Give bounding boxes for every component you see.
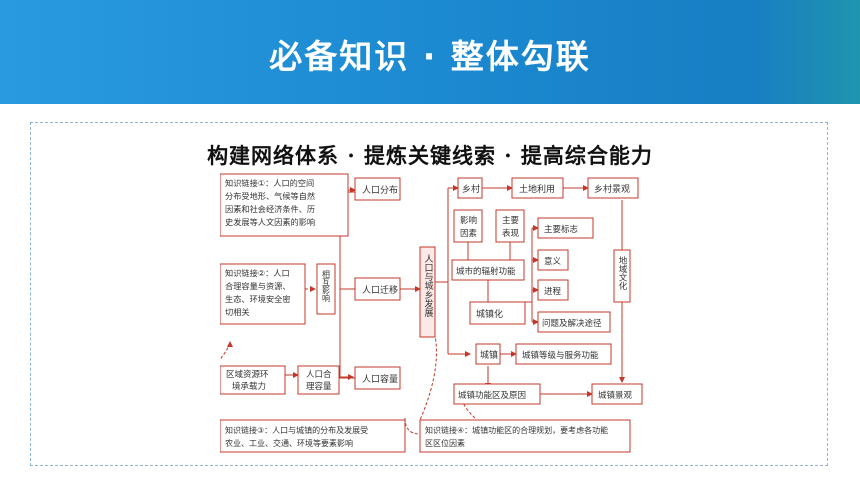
pop-migration-label: 人口迁移 — [362, 284, 398, 296]
main-signs-label: 主要标志 — [544, 224, 579, 235]
radiation-label: 城市的辐射功能 — [456, 266, 516, 277]
concept-diagram: 知识链接①：人口的空间 分布受地形、气候等自然 因素和社会经济条件、历 史发展等… — [220, 173, 643, 453]
manifestation-line2: 表现 — [502, 228, 520, 239]
link3-line2: 农业、工业、交通、环境等要素影响 — [225, 438, 353, 448]
balance-label: 相互影响 — [322, 269, 331, 303]
diagram-subtitle: 构建网络体系 · 提炼关键线索 · 提高综合能力 — [207, 143, 653, 168]
region-capacity-line1: 区域资源环 — [226, 369, 269, 380]
link4-line2: 区区位因素 — [425, 438, 465, 448]
meaning-label: 意义 — [544, 256, 562, 267]
functional-zones-label: 城镇功能区及原因 — [458, 390, 526, 401]
urbanization-label: 城镇化 — [476, 308, 503, 320]
header-banner: 必备知识 · 整体勾联 — [0, 0, 860, 104]
pop-distribution-label: 人口分布 — [362, 184, 398, 196]
banner-accent — [750, 0, 860, 104]
region-capacity-line2: 境承载力 — [232, 381, 266, 392]
link1-line1: 知识链接①：人口的空间 — [225, 178, 314, 188]
rural-landscape-label: 乡村景观 — [594, 183, 630, 195]
link1-line3: 因素和社会经济条件、历 — [225, 204, 315, 214]
factors-line2: 因素 — [460, 228, 478, 239]
process-label: 进程 — [544, 287, 562, 297]
factors-line1: 影响 — [460, 215, 477, 226]
link2-line1: 知识链接②：人口 — [225, 268, 290, 278]
pop-capacity-label: 人口容量 — [362, 373, 398, 385]
town-levels-label: 城镇等级与服务功能 — [522, 350, 599, 361]
link4-line1: 知识链接④：城镇功能区的合理规划，要考虑各功能 — [425, 425, 608, 435]
problems-label: 问题及解决途径 — [542, 318, 602, 329]
land-use-label: 土地利用 — [519, 183, 555, 195]
link2-line4: 切相关 — [225, 307, 250, 317]
countryside-label: 乡村 — [462, 183, 480, 195]
link1-line4: 史发展等人文因素的影响 — [225, 217, 315, 227]
content-frame — [30, 122, 828, 466]
link2-line3: 生态、环境安全密 — [225, 294, 291, 304]
page-title: 必备知识 · 整体勾联 — [269, 37, 591, 76]
manifestation-line1: 主要 — [502, 215, 520, 226]
reasonable-capacity-line1: 人口合 — [306, 369, 332, 380]
town-label: 城镇 — [480, 349, 498, 361]
link2-line2: 合理容量与资源、 — [225, 281, 291, 291]
regional-culture-label: 地域文化 — [617, 255, 627, 290]
link1-line2: 分布受地形、气候等自然 — [225, 191, 315, 201]
link3-line1: 知识链接③：人口与城镇的分布及发展受 — [225, 425, 368, 435]
urban-landscape-label: 城镇景观 — [598, 390, 633, 401]
reasonable-capacity-line2: 理容量 — [306, 381, 332, 392]
center-label: 人口与城乡发展 — [423, 254, 434, 318]
